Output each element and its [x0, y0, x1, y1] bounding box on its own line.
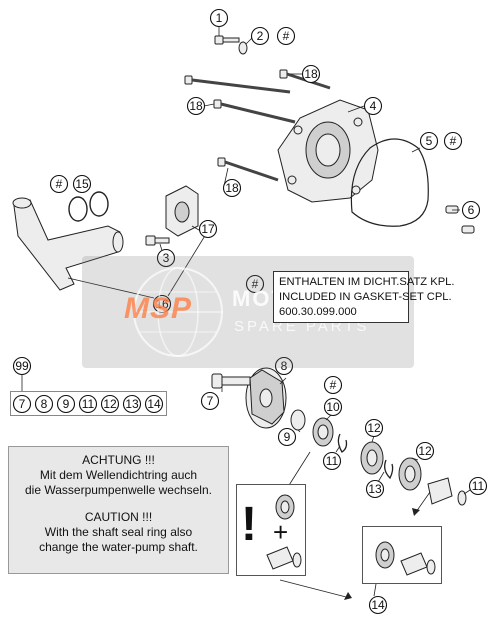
bolt-18-lower	[217, 157, 279, 182]
callout-8[interactable]: 8	[274, 356, 294, 376]
svg-text:12: 12	[367, 421, 381, 435]
repair-kit-box	[10, 391, 167, 416]
plus-icon: +	[273, 517, 289, 547]
svg-text:15: 15	[75, 177, 89, 191]
bolt-18-upper	[184, 75, 291, 94]
callout-2[interactable]: 2	[250, 26, 270, 46]
callout-99[interactable]: 99	[12, 356, 32, 376]
svg-text:3: 3	[163, 251, 170, 265]
washer-2	[238, 41, 248, 55]
callout-7[interactable]: 7	[200, 391, 220, 411]
svg-text:99: 99	[15, 359, 29, 373]
svg-text:4: 4	[370, 99, 377, 113]
svg-text:5: 5	[426, 134, 433, 148]
exclamation-icon: !	[241, 498, 257, 551]
svg-text:6: 6	[468, 203, 475, 217]
svg-text:18: 18	[304, 67, 318, 81]
bearing-12a	[360, 441, 384, 475]
bearing-12b	[398, 457, 422, 491]
svg-text:17: 17	[201, 222, 215, 236]
screw-3	[145, 235, 170, 246]
svg-text:10: 10	[326, 400, 340, 414]
arrow-down-left-2	[412, 508, 420, 516]
svg-text:#: #	[252, 277, 259, 291]
circlip-13	[384, 459, 394, 480]
note-line-1: ENTHALTEN IM DICHT.SATZ KPL.	[279, 276, 455, 288]
svg-text:#: #	[450, 134, 457, 148]
inset-kit-14	[362, 526, 442, 584]
callout-12-a[interactable]: 12	[364, 418, 384, 438]
flange-hole	[174, 201, 190, 223]
callout-3[interactable]: 3	[156, 248, 176, 268]
watermark-globe-icon	[133, 267, 223, 357]
caution-de-line-1: Mit dem Wellendichtring auch	[39, 468, 198, 482]
svg-text:11: 11	[326, 454, 339, 468]
callout-5-hash[interactable]: #	[443, 131, 463, 151]
circlip-11a	[337, 433, 348, 453]
callout-10-hash[interactable]: #	[323, 375, 343, 395]
svg-text:14: 14	[371, 598, 385, 612]
callout-11-a[interactable]: 11	[322, 451, 342, 471]
water-pump-cover-4	[277, 99, 379, 203]
shaft-end	[427, 477, 467, 506]
callout-4[interactable]: 4	[363, 96, 383, 116]
arrow-down-right	[344, 592, 352, 600]
caution-de-line-2: die Wasserpumpenwelle wechseln.	[25, 483, 212, 497]
callout-9[interactable]: 9	[277, 427, 297, 447]
callout-note-hash[interactable]: #	[245, 274, 265, 294]
inset-parts-icon	[266, 494, 302, 570]
bolt-18-middle	[213, 99, 296, 124]
dowel-pins-6	[445, 205, 475, 234]
screw-1	[214, 35, 240, 45]
svg-text:#: #	[56, 177, 63, 191]
svg-text:9: 9	[284, 430, 291, 444]
callout-6[interactable]: 6	[461, 200, 481, 220]
callout-2-hash[interactable]: #	[276, 26, 296, 46]
svg-text:12: 12	[418, 444, 432, 458]
svg-text:18: 18	[225, 181, 239, 195]
caution-en-line-1: With the shaft seal ring also	[44, 525, 193, 539]
callout-17[interactable]: 17	[198, 219, 218, 239]
inset-kit-parts-icon	[375, 541, 436, 576]
callout-18-top[interactable]: 18	[301, 64, 321, 84]
gasket-set-note: ENTHALTEN IM DICHT.SATZ KPL. INCLUDED IN…	[273, 271, 455, 323]
note-line-3: 600.30.099.000	[279, 306, 357, 318]
caution-en-title: CAUTION !!!	[84, 510, 153, 524]
caution-box: ACHTUNG !!! Mit dem Wellendichtring auch…	[8, 446, 229, 574]
o-rings-15	[68, 191, 109, 222]
callout-1[interactable]: 1	[209, 8, 229, 28]
svg-text:1: 1	[216, 11, 223, 25]
callout-5[interactable]: 5	[419, 131, 439, 151]
impeller-8	[245, 367, 287, 429]
callout-14[interactable]: 14	[368, 595, 388, 615]
caution-de-title: ACHTUNG !!!	[82, 453, 155, 467]
watermark-logo: MSP	[124, 292, 193, 325]
svg-text:18: 18	[189, 99, 203, 113]
coolant-hose-16	[12, 197, 124, 291]
caution-en-line-2: change the water-pump shaft.	[39, 540, 198, 554]
washer-9	[290, 409, 306, 431]
callout-13[interactable]: 13	[365, 479, 385, 499]
callout-11-b[interactable]: 11	[468, 476, 488, 496]
svg-text:7: 7	[207, 394, 214, 408]
svg-text:8: 8	[281, 359, 288, 373]
gasket-5	[350, 138, 429, 227]
shaft-seal-10	[312, 417, 334, 447]
callout-12-b[interactable]: 12	[415, 441, 435, 461]
note-line-2: INCLUDED IN GASKET-SET CPL.	[279, 291, 452, 303]
svg-text:#: #	[283, 29, 290, 43]
callout-18-lower[interactable]: 18	[222, 178, 242, 198]
callout-10[interactable]: 10	[323, 397, 343, 417]
svg-text:#: #	[330, 378, 337, 392]
svg-text:11: 11	[472, 479, 485, 493]
callout-18-left[interactable]: 18	[186, 96, 206, 116]
svg-text:13: 13	[368, 482, 382, 496]
callout-15-hash[interactable]: #	[49, 174, 69, 194]
shaft-7	[211, 373, 251, 389]
callout-15[interactable]: 15	[72, 174, 92, 194]
svg-text:2: 2	[257, 29, 264, 43]
inset-seal-shaft: ! +	[236, 484, 306, 576]
